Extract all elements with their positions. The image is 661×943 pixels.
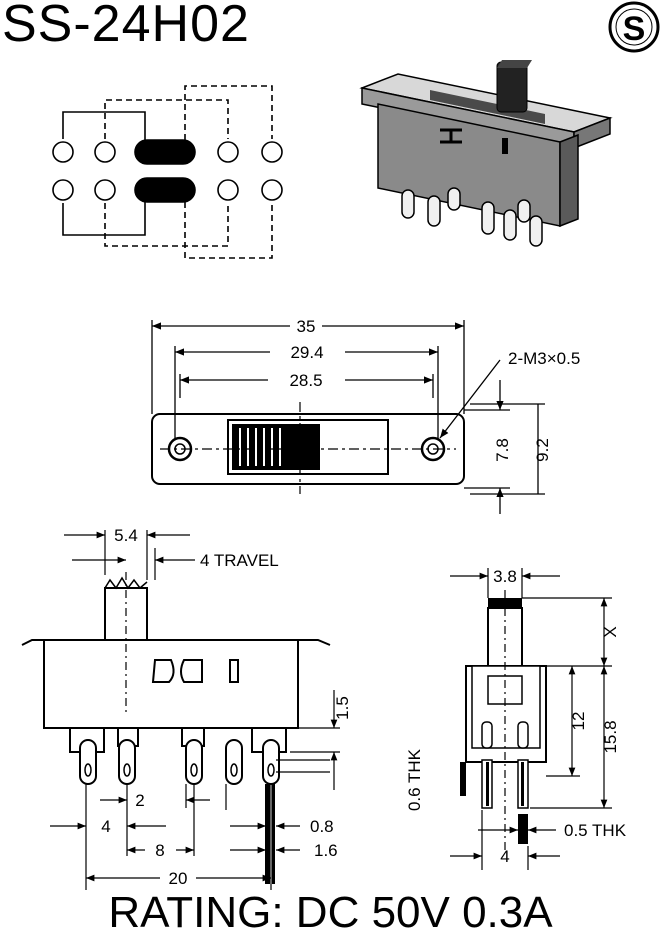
schematic-slider	[134, 139, 196, 165]
pin-offset-label: 1.6	[314, 841, 338, 860]
slot-length-label: 28.5	[289, 371, 322, 390]
schematic-contact	[217, 179, 239, 201]
actuator-width-label: 5.4	[114, 526, 138, 545]
logo-letter: S	[623, 10, 646, 48]
pitch-2-label: 2	[135, 791, 144, 810]
schematic-contact	[217, 141, 239, 163]
thk-06-label: 0.6 THK	[405, 748, 424, 811]
pitch-4-label: 4	[101, 817, 110, 836]
pin-width-label: 0.8	[310, 817, 334, 836]
side-15-8-label: 15.8	[601, 720, 620, 753]
pin-extension-label: 1.5	[333, 696, 352, 720]
schematic-slider	[134, 177, 196, 203]
switch-schematic	[52, 85, 283, 259]
schematic-contact	[261, 179, 283, 201]
body-height-label: 7.8	[493, 438, 512, 462]
schematic-contact	[52, 179, 74, 201]
front-view: 5.4 4 TRAVEL 1.5 2 4 8 20 0.8 1.6	[21, 526, 352, 890]
side-view: 3.8 X 12 15.8 0.6 THK 0.5 THK 4	[405, 567, 627, 870]
side-12-label: 12	[569, 712, 588, 731]
top-view: 35 29.4 28.5 2-M3×0.5 7.8 9.2	[151, 317, 580, 514]
side-actuator-label: 3.8	[493, 567, 517, 586]
rating-caption: RATING: DC 50V 0.3A	[108, 888, 553, 937]
pitch-8-label: 8	[155, 841, 164, 860]
side-x-label: X	[601, 626, 620, 637]
side-pitch-label: 4	[500, 847, 509, 866]
brand-logo: S	[608, 1, 660, 53]
schematic-contact	[94, 141, 116, 163]
travel-label: 4 TRAVEL	[200, 551, 279, 570]
pin-span-label: 20	[169, 869, 188, 888]
thk-05-label: 0.5 THK	[564, 821, 627, 840]
flange-height-label: 9.2	[533, 438, 552, 462]
schematic-contact	[94, 179, 116, 201]
part-number-title: SS-24H02	[2, 0, 250, 53]
hole-spacing-label: 29.4	[290, 343, 323, 362]
schematic-contact	[261, 141, 283, 163]
schematic-contact	[52, 141, 74, 163]
overall-length-label: 35	[297, 317, 316, 336]
mount-holes-label: 2-M3×0.5	[508, 349, 580, 368]
switch-product-image	[359, 60, 613, 247]
